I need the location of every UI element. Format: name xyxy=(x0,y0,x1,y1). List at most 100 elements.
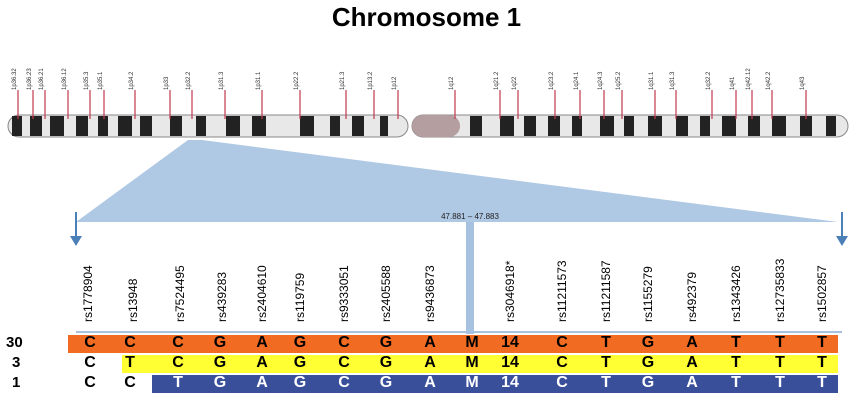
band-label: 1q24.1 xyxy=(574,71,580,90)
snp-label: rs119759 xyxy=(293,272,307,322)
allele-cell: G xyxy=(379,354,393,371)
band-label: 1p31.3 xyxy=(219,71,225,90)
allele-cell: A xyxy=(256,354,268,371)
dark-band xyxy=(30,116,42,136)
dark-band xyxy=(140,116,152,136)
band-label: 1q41 xyxy=(730,76,736,90)
band-label: 1q12 xyxy=(449,76,455,90)
allele-cell: G xyxy=(641,354,655,371)
snp-label: rs492379 xyxy=(685,271,699,322)
dark-band xyxy=(624,116,634,136)
dark-band xyxy=(572,116,582,136)
dark-band xyxy=(772,116,786,136)
allele-cell: T xyxy=(731,334,741,351)
snp-label: rs1343426 xyxy=(729,265,743,322)
snp-label: rs2404610 xyxy=(255,265,269,322)
band-label: 1p35.3 xyxy=(84,71,90,90)
allele-cell: M xyxy=(465,374,479,391)
snp-label: rs11211587 xyxy=(599,260,613,322)
allele-cell: 14 xyxy=(501,354,519,371)
band-label: 1p34.2 xyxy=(129,71,135,90)
allele-cell: G xyxy=(213,334,227,351)
allele-cell: A xyxy=(686,354,698,371)
allele-cell: C xyxy=(338,334,350,351)
allele-cell: C xyxy=(338,354,350,371)
band-label: 1p31.1 xyxy=(256,71,262,90)
dark-band xyxy=(524,116,536,136)
allele-cell: C xyxy=(172,334,184,351)
allele-cell: G xyxy=(641,334,655,351)
dark-band xyxy=(748,116,760,136)
allele-cell: C xyxy=(556,374,568,391)
snp-label: rs2405588 xyxy=(379,265,393,322)
allele-cell: 14 xyxy=(501,374,519,391)
dark-band xyxy=(50,116,64,136)
dark-band xyxy=(826,116,836,136)
dark-band xyxy=(500,116,514,136)
dark-band xyxy=(648,116,662,136)
allele-cell: C xyxy=(124,374,136,391)
dark-band xyxy=(700,116,710,136)
allele-cell: C xyxy=(338,374,350,391)
row-count-label: 30 xyxy=(6,334,23,351)
row-count-label: 3 xyxy=(12,354,21,371)
snp-label: rs439283 xyxy=(215,271,229,322)
band-label: 1p12 xyxy=(392,76,398,90)
snp-label: rs7524495 xyxy=(173,265,187,322)
snp-label: rs9333051 xyxy=(337,265,351,322)
snp-label: rs3046918* xyxy=(503,260,517,322)
snp-label: rs9436873 xyxy=(423,265,437,322)
snp-label: rs12735833 xyxy=(773,258,787,322)
band-label: 1p35.1 xyxy=(98,71,104,90)
region-label: 47.881 – 47.883 xyxy=(441,212,499,221)
allele-cell: T xyxy=(601,334,611,351)
band-label: 1p32.2 xyxy=(186,71,192,90)
allele-cell: G xyxy=(213,354,227,371)
dark-band xyxy=(170,116,182,136)
snp-label: rs1155279 xyxy=(641,266,655,322)
row-count-label: 1 xyxy=(12,374,21,391)
allele-cell: A xyxy=(686,374,698,391)
band-label: 1q22 xyxy=(512,76,518,90)
allele-cell: C xyxy=(172,354,184,371)
allele-cell: T xyxy=(775,354,785,371)
haplotype-strip xyxy=(122,355,838,373)
band-label: 1q31.1 xyxy=(649,71,655,90)
dark-band xyxy=(226,116,240,136)
allele-cell: G xyxy=(293,374,307,391)
dark-band xyxy=(548,116,560,136)
dark-band xyxy=(330,116,340,136)
haplotype-strip xyxy=(152,375,838,393)
dark-band xyxy=(352,116,364,136)
band-label: 1q32.2 xyxy=(706,71,712,90)
band-label: 1p22.2 xyxy=(294,71,300,90)
allele-cell: T xyxy=(731,374,741,391)
right-arrow-head xyxy=(836,236,848,246)
band-label: 1q25.2 xyxy=(616,71,622,90)
allele-cell: G xyxy=(213,374,227,391)
dark-band xyxy=(470,116,482,136)
dark-band xyxy=(252,116,266,136)
allele-cell: C xyxy=(124,334,136,351)
band-label: 1q23.2 xyxy=(549,71,555,90)
dark-band xyxy=(676,116,688,136)
allele-cell: T xyxy=(775,374,785,391)
allele-cell: A xyxy=(686,334,698,351)
allele-cell: A xyxy=(424,374,436,391)
dark-band xyxy=(98,116,108,136)
band-label: 1p36.32 xyxy=(12,68,18,90)
allele-cell: A xyxy=(424,354,436,371)
allele-cell: T xyxy=(817,374,827,391)
band-label: 1p13.2 xyxy=(368,71,374,90)
band-label: 1p36.12 xyxy=(62,68,68,90)
dark-band xyxy=(196,116,206,136)
dark-band xyxy=(722,116,736,136)
band-label: 1q24.3 xyxy=(598,71,604,90)
dark-band xyxy=(300,116,314,136)
zoom-region xyxy=(76,140,838,222)
allele-cell: A xyxy=(424,334,436,351)
allele-cell: C xyxy=(84,374,96,391)
dark-band xyxy=(118,116,132,136)
dark-band xyxy=(76,116,88,136)
